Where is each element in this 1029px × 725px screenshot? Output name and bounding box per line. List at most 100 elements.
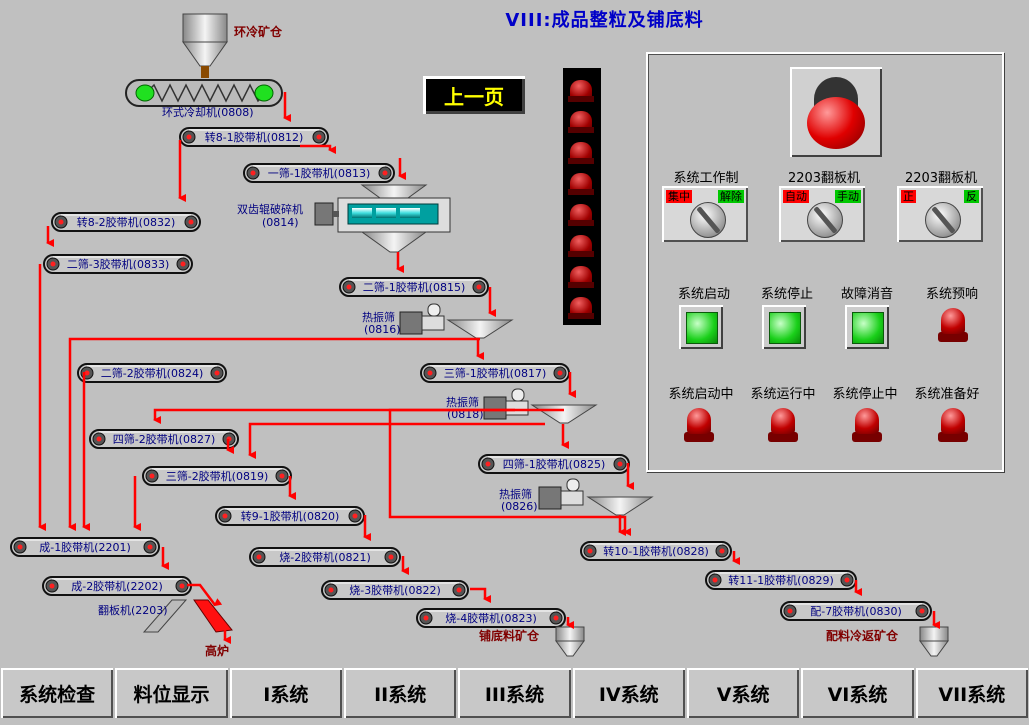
return-bin-label: 配料冷返矿仓 <box>826 628 899 643</box>
nav-system-1[interactable]: I系统 <box>229 668 342 718</box>
nav-system-7[interactable]: VII系统 <box>915 668 1028 718</box>
conveyor-0819[interactable]: 三筛-2胶带机(0819) <box>142 466 292 486</box>
screen-group <box>399 303 654 516</box>
status-lamp-8 <box>568 293 594 319</box>
btn-silence-label: 故障消音 <box>840 287 893 302</box>
conveyor-label: 二筛-3胶带机(0833) <box>67 257 170 271</box>
conveyor-0813[interactable]: 一筛-1胶带机(0813) <box>243 163 395 183</box>
conveyor-label: 三筛-1胶带机(0817) <box>444 366 547 380</box>
system-start-button[interactable] <box>679 305 723 349</box>
conveyor-0823[interactable]: 烧-4胶带机(0823) <box>416 608 566 628</box>
screen-0818-label: 热振筛 <box>446 395 479 409</box>
lamp-prewarn-label: 系统预响 <box>925 287 978 302</box>
nav-system-3[interactable]: III系统 <box>458 668 571 718</box>
nav-system-5[interactable]: V系统 <box>686 668 800 718</box>
screen-0826-code: (0826) <box>501 500 538 513</box>
conveyor-label: 三筛-2胶带机(0819) <box>166 469 269 483</box>
conveyor-0830[interactable]: 配-7胶带机(0830) <box>780 601 932 621</box>
starting-lamp <box>684 408 714 442</box>
switch-tag-release: 解除 <box>718 190 744 203</box>
status-lamp-4 <box>568 169 594 195</box>
hot-vibrating-screen-1 <box>399 303 514 339</box>
ready-lamp <box>938 408 968 442</box>
nav-system-check[interactable]: 系统检查 <box>1 668 114 718</box>
rotary-knob-icon <box>925 202 961 238</box>
conveyor-label: 成-2胶带机(2202) <box>71 579 163 593</box>
conveyor-label: 一筛-1胶带机(0813) <box>268 166 371 180</box>
lamp-running-label: 系统运行中 <box>750 387 816 402</box>
conveyor-label: 转11-1胶带机(0829) <box>728 573 834 587</box>
rotary-knob-icon <box>690 202 726 238</box>
hearth-bin-label: 铺底料矿仓 <box>479 628 540 643</box>
conveyor-label: 四筛-2胶带机(0827) <box>113 432 216 446</box>
nav-system-2[interactable]: II系统 <box>343 668 457 718</box>
rotary-knob-icon <box>807 202 843 238</box>
flap-direction-switch[interactable]: 正 反 <box>897 186 983 242</box>
stopping-lamp <box>852 408 882 442</box>
conveyor-0832[interactable]: 转8-2胶带机(0832) <box>51 212 201 232</box>
return-fines-bin <box>919 626 949 657</box>
screen-0816-code: (0816) <box>364 323 401 336</box>
conveyor-0812[interactable]: 转8-1胶带机(0812) <box>179 127 329 147</box>
screen-0826-label: 热振筛 <box>499 487 532 501</box>
conveyor-label: 转10-1胶带机(0828) <box>603 544 709 558</box>
conveyor-label: 四筛-1胶带机(0825) <box>503 457 606 471</box>
nav-system-4[interactable]: IV系统 <box>572 668 685 718</box>
status-lamp-1 <box>568 76 594 102</box>
switch-tag-forward: 正 <box>901 190 916 203</box>
conveyor-0827[interactable]: 四筛-2胶带机(0827) <box>89 429 239 449</box>
crusher-label: 双齿辊破碎机 <box>237 202 303 216</box>
annular-cooler <box>125 79 283 107</box>
conveyor-0820[interactable]: 转9-1胶带机(0820) <box>215 506 365 526</box>
flow-line <box>470 587 491 603</box>
cooler-bin-label: 环冷矿仓 <box>234 24 283 39</box>
conveyor-0821[interactable]: 烧-2胶带机(0821) <box>249 547 401 567</box>
flow-line <box>68 337 480 531</box>
work-mode-switch[interactable]: 集中 解除 <box>662 186 748 242</box>
conveyor-0815[interactable]: 二筛-1胶带机(0815) <box>339 277 489 297</box>
fault-silence-button[interactable] <box>845 305 889 349</box>
system-stop-button[interactable] <box>762 305 806 349</box>
conveyor-label: 转8-1胶带机(0812) <box>205 130 304 144</box>
conveyor-label: 烧-3胶带机(0822) <box>349 583 441 597</box>
conveyor-0829[interactable]: 转11-1胶带机(0829) <box>705 570 857 590</box>
status-lamp-3 <box>568 138 594 164</box>
status-lamp-6 <box>568 231 594 257</box>
hearth-layer-bin <box>555 626 585 657</box>
conveyor-0817[interactable]: 三筛-1胶带机(0817) <box>420 363 570 383</box>
conveyor-label: 烧-4胶带机(0823) <box>445 611 537 625</box>
conveyor-2201[interactable]: 成-1胶带机(2201) <box>10 537 160 557</box>
conveyor-label: 二筛-2胶带机(0824) <box>101 366 204 380</box>
conveyor-0828[interactable]: 转10-1胶带机(0828) <box>580 541 732 561</box>
conveyor-0833[interactable]: 二筛-3胶带机(0833) <box>43 254 193 274</box>
conveyor-0822[interactable]: 烧-3胶带机(0822) <box>321 580 469 600</box>
flap-mode-switch[interactable]: 自动 手动 <box>779 186 865 242</box>
status-lamp-5 <box>568 200 594 226</box>
prev-page-button[interactable]: 上一页 <box>423 76 525 114</box>
flow-line <box>153 408 515 424</box>
nav-level-display[interactable]: 料位显示 <box>115 668 228 718</box>
page-title: VIII:成品整粒及铺底料 <box>505 10 704 31</box>
conveyor-0825[interactable]: 四筛-1胶带机(0825) <box>478 454 630 474</box>
flow-line <box>300 144 336 154</box>
conveyor-label: 二筛-1胶带机(0815) <box>363 280 466 294</box>
switch-tag-reverse: 反 <box>964 190 979 203</box>
lamp-stopping-label: 系统停止中 <box>832 387 898 402</box>
conveyor-2202[interactable]: 成-2胶带机(2202) <box>42 576 192 596</box>
conveyor-label: 转9-1胶带机(0820) <box>241 509 340 523</box>
status-lamp-2 <box>568 107 594 133</box>
double-roll-crusher <box>314 184 451 253</box>
lamp-ready-label: 系统准备好 <box>914 387 980 402</box>
switch-work-mode-label: 系统工作制 <box>673 171 739 186</box>
material-flow-lines <box>38 92 940 644</box>
nav-system-6[interactable]: VI系统 <box>801 668 914 718</box>
hot-vibrating-screen-2 <box>483 388 598 424</box>
emergency-stop-button[interactable] <box>790 67 882 157</box>
estop-cap <box>807 97 865 149</box>
screen-0816-label: 热振筛 <box>362 310 395 324</box>
conveyor-label: 成-1胶带机(2201) <box>39 540 131 554</box>
cooler-bin <box>182 13 228 78</box>
conveyor-0824[interactable]: 二筛-2胶带机(0824) <box>77 363 227 383</box>
flow-line <box>248 422 545 459</box>
conveyor-group: 转8-1胶带机(0812) 一筛-1胶带机(0813) 转8-2胶带机(0832) 二… <box>10 127 932 628</box>
